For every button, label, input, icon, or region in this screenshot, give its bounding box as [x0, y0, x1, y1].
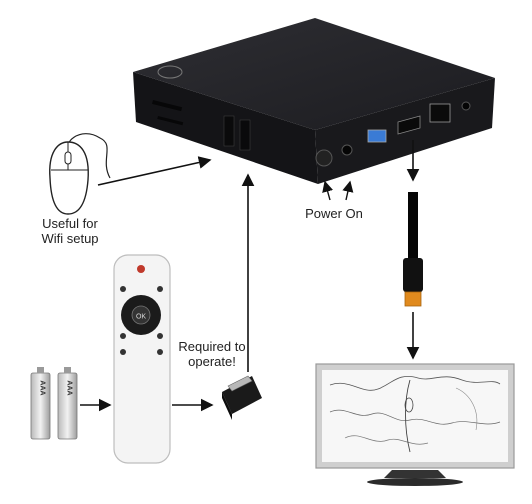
dongle-note-line1: Required to — [178, 339, 246, 354]
dongle-note: Required to operate! — [174, 339, 250, 369]
ir-remote-control — [113, 254, 171, 464]
power-button — [315, 149, 333, 167]
mini-pc-box — [133, 18, 495, 184]
battery-label-1: AAA — [39, 380, 46, 395]
mouse-note: Useful for Wifi setup — [32, 216, 108, 246]
power-on-label: Power On — [305, 206, 363, 221]
remote-ok-label: OK — [136, 314, 146, 321]
aaa-batteries — [30, 367, 78, 440]
dongle-note-line2: operate! — [188, 354, 236, 369]
mouse-note-line2: Wifi setup — [41, 231, 99, 246]
usb3-port — [367, 129, 387, 143]
hdmi-port — [397, 115, 421, 135]
hdmi-cable — [403, 192, 423, 307]
battery-label-2: AAA — [66, 380, 73, 395]
remote-power-dot — [137, 265, 145, 273]
usb-mouse — [49, 133, 111, 215]
mouse-note-line1: Useful for — [42, 216, 98, 231]
ethernet-port — [429, 103, 451, 123]
usb-receiver-dongle — [222, 375, 262, 420]
television-display — [315, 363, 515, 486]
